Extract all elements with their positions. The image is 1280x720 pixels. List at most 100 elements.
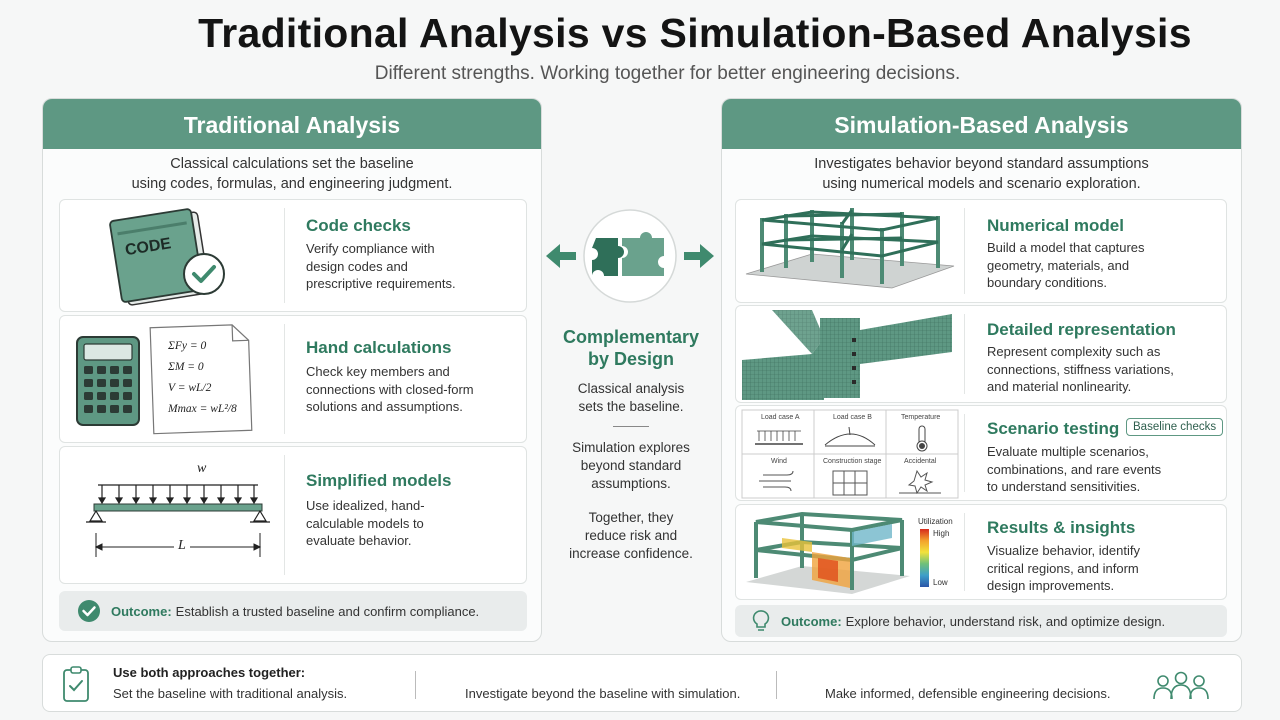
page-subtitle: Different strengths. Working together fo…	[374, 63, 961, 84]
footer-item: Investigate beyond the baseline with sim…	[465, 686, 741, 701]
span-label: L	[174, 538, 190, 554]
equation: ΣM = 0	[168, 361, 204, 373]
equations-sheet-icon	[149, 324, 253, 435]
puzzle-graphic	[546, 209, 714, 303]
text-line: Visualize behavior, identify	[987, 543, 1140, 558]
card-text: Use idealized, hand- calculable models t…	[306, 497, 425, 550]
utilization-legend-bar	[920, 529, 929, 587]
center-text-line: Together, they	[588, 510, 674, 525]
center-text: Together, they reduce risk and increase …	[545, 509, 717, 563]
text-line: prescriptive requirements.	[306, 276, 456, 291]
card-title: Hand calculations	[306, 338, 452, 357]
text-line: evaluate behavior.	[306, 533, 412, 548]
card-title: Detailed representation	[987, 320, 1176, 339]
arrow-left-icon	[546, 244, 576, 268]
wind-icon	[759, 470, 794, 492]
center-text: Simulation explores beyond standard assu…	[545, 439, 717, 493]
card-title: Results & insights	[987, 518, 1136, 537]
card-text: Visualize behavior, identify critical re…	[987, 542, 1140, 595]
text-line: Use idealized, hand-	[306, 498, 425, 513]
scenario-label: Wind	[771, 458, 787, 465]
center-title-line: Complementary	[562, 327, 700, 347]
card-title: Code checks	[306, 216, 411, 235]
lightbulb-icon	[752, 610, 770, 631]
code-checks-card: CODE Code checks Verify compliance with …	[59, 199, 527, 312]
utilization-model-icon	[746, 511, 910, 594]
text-line: Check key members and	[306, 364, 450, 379]
simulation-description: Investigates behavior beyond standard as…	[722, 149, 1241, 199]
scenario-label: Accidental	[904, 458, 937, 465]
text-line: geometry, materials, and	[987, 257, 1130, 273]
center-divider	[613, 426, 649, 427]
frame-model-icon	[745, 208, 955, 289]
results-insights-card: Utilization High Low Results & insights …	[735, 504, 1227, 600]
curve-load-icon	[824, 426, 876, 447]
simulation-panel: Simulation-Based Analysis Investigates b…	[721, 98, 1242, 642]
legend-title: Utilization	[918, 517, 953, 526]
text-line: boundary conditions.	[987, 275, 1107, 290]
outcome-text: Establish a trusted baseline and confirm…	[175, 603, 480, 619]
card-text: Check key members and connections with c…	[306, 363, 474, 416]
clipboard-check-icon	[63, 666, 89, 702]
scenario-label: Load case B	[833, 414, 872, 421]
center-text: Classical analysis sets the baseline.	[545, 380, 717, 416]
footer-heading: Use both approaches together:	[113, 665, 306, 680]
center-title-line: by Design	[587, 349, 675, 369]
text-line: solutions and assumptions.	[306, 399, 463, 414]
center-text-line: increase confidence.	[569, 546, 693, 561]
distributed-load-icon	[755, 430, 803, 445]
outcome-text: Explore behavior, understand risk, and o…	[845, 613, 1166, 629]
text-line: and material nonlinearity.	[987, 379, 1132, 394]
equation: Mmax = wL²/8	[168, 403, 237, 415]
center-text-line: Simulation explores	[572, 440, 690, 455]
calculator-icon	[76, 336, 140, 426]
text-line: critical regions, and inform	[987, 560, 1139, 576]
text-line: Build a model that captures	[987, 240, 1145, 255]
accidental-impact-icon	[899, 469, 941, 495]
simulation-heading: Simulation-Based Analysis	[722, 99, 1241, 149]
scenario-label: Temperature	[901, 414, 940, 421]
detailed-representation-card: Detailed representation Represent comple…	[735, 305, 1227, 403]
text-line: Verify compliance with	[306, 241, 435, 256]
scenario-label: Load case A	[761, 414, 800, 421]
text-line: calculable models to	[306, 515, 424, 531]
card-text: Verify compliance with design codes and …	[306, 240, 456, 293]
legend-high: High	[933, 529, 950, 538]
equation: V = wL/2	[168, 382, 212, 394]
equations: ΣFy = 0 ΣM = 0 V = wL/2 Mmax = wL²/8	[168, 336, 237, 420]
card-title: Scenario testing	[987, 419, 1120, 438]
traditional-desc-line: using codes, formulas, and engineering j…	[131, 176, 453, 192]
numerical-model-card: Numerical model Build a model that captu…	[735, 199, 1227, 303]
simulation-desc-line: using numerical models and scenario expl…	[822, 176, 1141, 192]
center-text-line: sets the baseline.	[578, 399, 684, 414]
puzzle-icon	[592, 232, 664, 276]
card-text: Evaluate multiple scenarios, combination…	[987, 443, 1161, 496]
text-line: to understand sensitivities.	[987, 479, 1141, 494]
traditional-outcome: Outcome: Establish a trusted baseline an…	[59, 591, 527, 631]
check-circle-icon	[78, 600, 100, 622]
text-line: design codes and	[306, 258, 408, 274]
simulation-outcome: Outcome: Explore behavior, understand ri…	[735, 605, 1227, 637]
legend-low: Low	[933, 578, 948, 587]
baseline-checks-badge: Baseline checks	[1126, 418, 1224, 436]
text-line: combinations, and rare events	[987, 461, 1162, 477]
scenario-grid: Load case A Load case B Temperature Wind…	[741, 409, 959, 499]
text-line: Evaluate multiple scenarios,	[987, 444, 1149, 459]
outcome-label: Outcome:	[781, 613, 842, 629]
card-title: Simplified models	[306, 471, 452, 490]
card-text: Build a model that captures geometry, ma…	[987, 239, 1145, 292]
simplified-models-card: w L Simplified models Use idealized, han…	[59, 446, 527, 584]
complementary-column: Complementary by Design Classical analys…	[545, 326, 717, 563]
scenario-label: Construction stage	[823, 458, 881, 465]
traditional-description: Classical calculations set the baseline …	[43, 149, 541, 199]
traditional-desc-line: Classical calculations set the baseline	[170, 156, 414, 172]
center-text-line: reduce risk and	[584, 528, 678, 543]
traditional-panel: Traditional Analysis Classical calculati…	[42, 98, 542, 642]
text-line: connections with closed-form	[306, 381, 474, 397]
check-icon	[192, 265, 216, 283]
team-icon	[1153, 671, 1209, 700]
page-title: Traditional Analysis vs Simulation-Based…	[198, 10, 1192, 56]
hand-calculations-card: ΣFy = 0 ΣM = 0 V = wL/2 Mmax = wL²/8 Han…	[59, 315, 527, 443]
traditional-heading: Traditional Analysis	[43, 99, 541, 149]
scenario-testing-card: Load case A Load case B Temperature Wind…	[735, 405, 1227, 501]
